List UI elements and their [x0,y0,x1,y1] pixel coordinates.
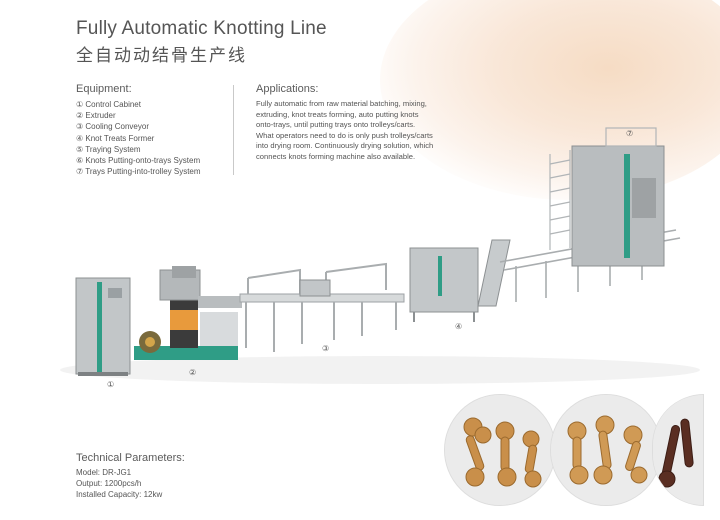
equipment-item: ⑥ Knots Putting-onto-trays System [76,156,201,166]
cooling-conveyor-illustration [239,262,405,352]
callout-7: ⑦ [626,129,634,138]
callout-1: ① [107,380,115,389]
equipment-section: Equipment: ① Control Cabinet ② Extruder … [76,83,226,177]
extruder-illustration [134,266,242,360]
production-line-illustration [60,127,700,384]
applications-line: into drying room. Continuously drying so… [256,141,434,151]
applications-section: Applications: Fully automatic from raw m… [256,83,466,163]
trolley-system-illustration [549,127,665,267]
applications-line: onto-trays, until putting trays onto tro… [256,120,416,130]
floor-shadow [60,356,700,384]
technical-line: Output: 1200pcs/h [76,479,142,488]
section-divider [233,85,234,175]
applications-line: What operators need to do is only push t… [256,130,433,140]
technical-line: Installed Capacity: 12kw [76,490,163,499]
control-cabinet-illustration [75,277,131,376]
applications-line: extruding, knot treats forming, auto put… [256,109,419,119]
equipment-item: ⑦ Trays Putting-into-trolley System [76,167,201,177]
knot-treats-image [653,395,703,505]
callout-2: ② [189,368,197,377]
callout-4: ④ [455,322,463,331]
product-photo [550,394,662,506]
product-photo [652,394,704,506]
technical-heading: Technical Parameters: [76,452,185,464]
applications-heading: Applications: [256,83,319,95]
equipment-list: ① Control Cabinet ② Extruder ③ Cooling C… [76,99,226,177]
technical-line: Model: DR-JG1 [76,468,132,477]
applications-line: Fully automatic from raw material batchi… [256,99,427,108]
knot-treats-image [445,395,555,505]
equipment-item: ④ Knot Treats Former [76,133,155,143]
callout-3: ③ [322,344,330,353]
applications-line: connects knots forming machine also avai… [256,151,416,161]
title-chinese: 全自动动结骨生产线 [76,46,247,65]
knot-former-illustration [409,239,511,322]
equipment-item: ① Control Cabinet [76,100,141,109]
title-english: Fully Automatic Knotting Line [76,18,327,39]
equipment-item: ③ Cooling Conveyor [76,122,149,132]
technical-parameters-section: Technical Parameters: Model: DR-JG1 Outp… [76,452,276,500]
equipment-item: ② Extruder [76,111,116,121]
equipment-heading: Equipment: [76,83,132,95]
product-photo [444,394,556,506]
knot-treats-image [551,395,661,505]
equipment-item: ⑤ Traying System [76,144,141,154]
